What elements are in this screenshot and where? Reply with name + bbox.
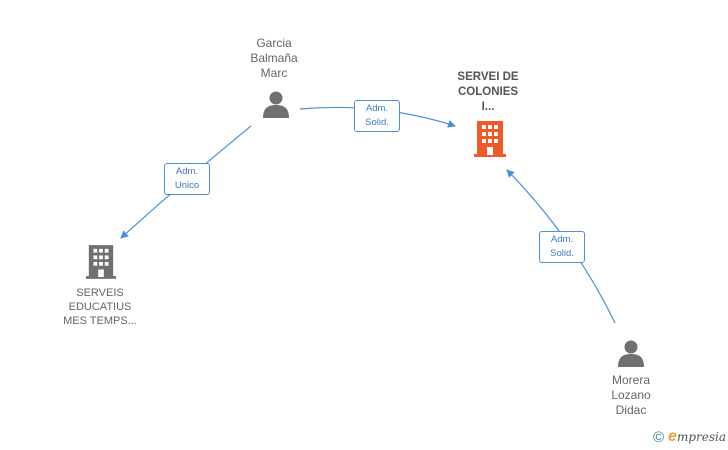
copyright-symbol: © bbox=[652, 428, 665, 446]
node-label-morera[interactable]: Morera Lozano Didac bbox=[611, 373, 651, 417]
person-icon[interactable] bbox=[262, 90, 290, 118]
building-icon[interactable] bbox=[474, 121, 506, 157]
edge-label-adm-unico[interactable]: Adm. Unico bbox=[164, 163, 210, 195]
node-label-servei[interactable]: SERVEI DE COLONIES I... bbox=[457, 71, 519, 113]
node-label-serveis[interactable]: SERVEIS EDUCATIUS MES TEMPS... bbox=[63, 287, 137, 327]
empresia-logo: © e mpresia bbox=[653, 428, 726, 446]
brand-name: mpresia bbox=[676, 430, 726, 444]
person-icon[interactable] bbox=[617, 339, 645, 367]
node-label-garcia[interactable]: Garcia Balmaña Marc bbox=[250, 36, 298, 80]
building-icon[interactable] bbox=[86, 245, 116, 279]
edge-label-adm-solid[interactable]: Adm. Solid. bbox=[354, 100, 400, 132]
edge-label-adm-solid[interactable]: Adm. Solid. bbox=[539, 231, 585, 263]
brand-e: e bbox=[668, 428, 677, 445]
